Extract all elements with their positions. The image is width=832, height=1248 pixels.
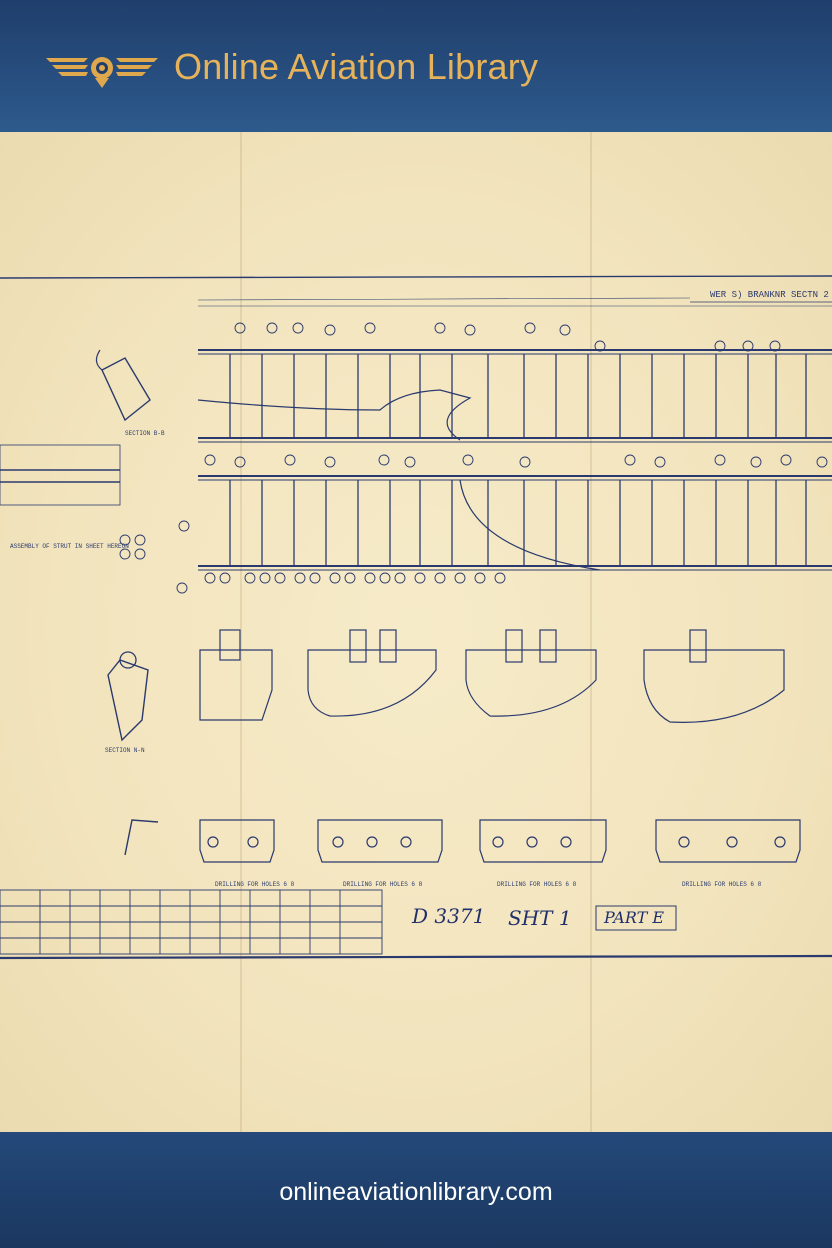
drilling-label-2: DRILLING FOR HOLES 6 8	[343, 881, 423, 888]
drawing-sheet	[0, 132, 832, 1132]
site-url-link[interactable]: onlineaviationlibrary.com	[279, 1178, 553, 1206]
blueprint-drawing: WER S) BRANKNR SECTN 2	[0, 275, 832, 960]
sheet-number: D 3371	[412, 904, 486, 928]
assembly-label: ASSEMBLY OF STRUT IN SHEET HEREON	[10, 543, 129, 550]
section-left-label: SECTION B-B	[125, 430, 165, 437]
title-block: WER S) BRANKNR SECTN 2	[710, 290, 829, 300]
fold-line	[590, 132, 592, 1132]
drilling-label-1: DRILLING FOR HOLES 6 8	[215, 881, 295, 888]
section-bottom-label: SECTION N-N	[105, 747, 145, 754]
revision-table	[0, 889, 383, 955]
sheet-label: SHT 1	[508, 906, 572, 930]
wings-logo-icon[interactable]	[44, 48, 160, 92]
fold-line	[240, 132, 242, 1132]
site-title: Online Aviation Library	[174, 46, 539, 87]
site-footer	[0, 1132, 832, 1248]
drilling-label-3: DRILLING FOR HOLES 6 8	[497, 881, 577, 888]
site-header: Online Aviation Library	[0, 0, 832, 132]
part-label: PART E	[604, 908, 665, 927]
drilling-label-4: DRILLING FOR HOLES 6 8	[682, 881, 762, 888]
